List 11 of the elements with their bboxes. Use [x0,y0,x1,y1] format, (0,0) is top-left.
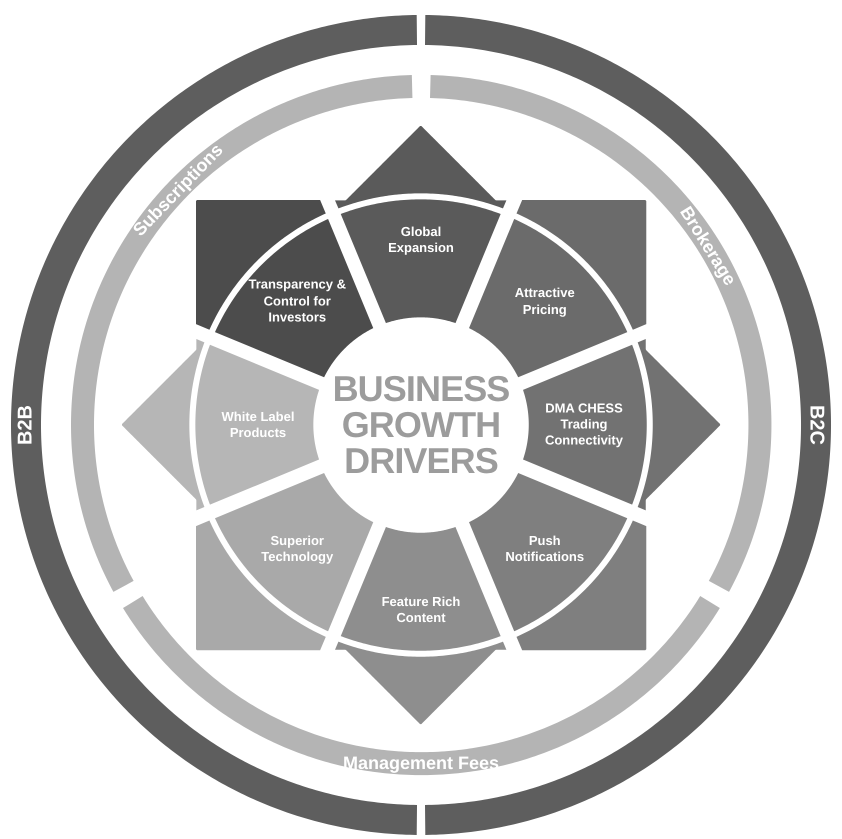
driver-label: Transparency & Control for Investors [248,276,346,326]
driver-label: Push Notifications [504,532,586,565]
driver-label: DMA CHESS Trading Connectivity [544,400,624,450]
ring-label: B2B [14,404,38,445]
center-title: BUSINESS GROWTH DRIVERS [332,371,510,479]
driver-label: White Label Products [220,408,296,442]
driver-label: Global Expansion [387,224,455,256]
driver-label: Feature Rich Content [380,594,462,626]
driver-label: Superior Technology [260,532,334,565]
driver-label: Attractive Pricing [514,285,576,318]
ring-label: B2C [804,404,828,445]
